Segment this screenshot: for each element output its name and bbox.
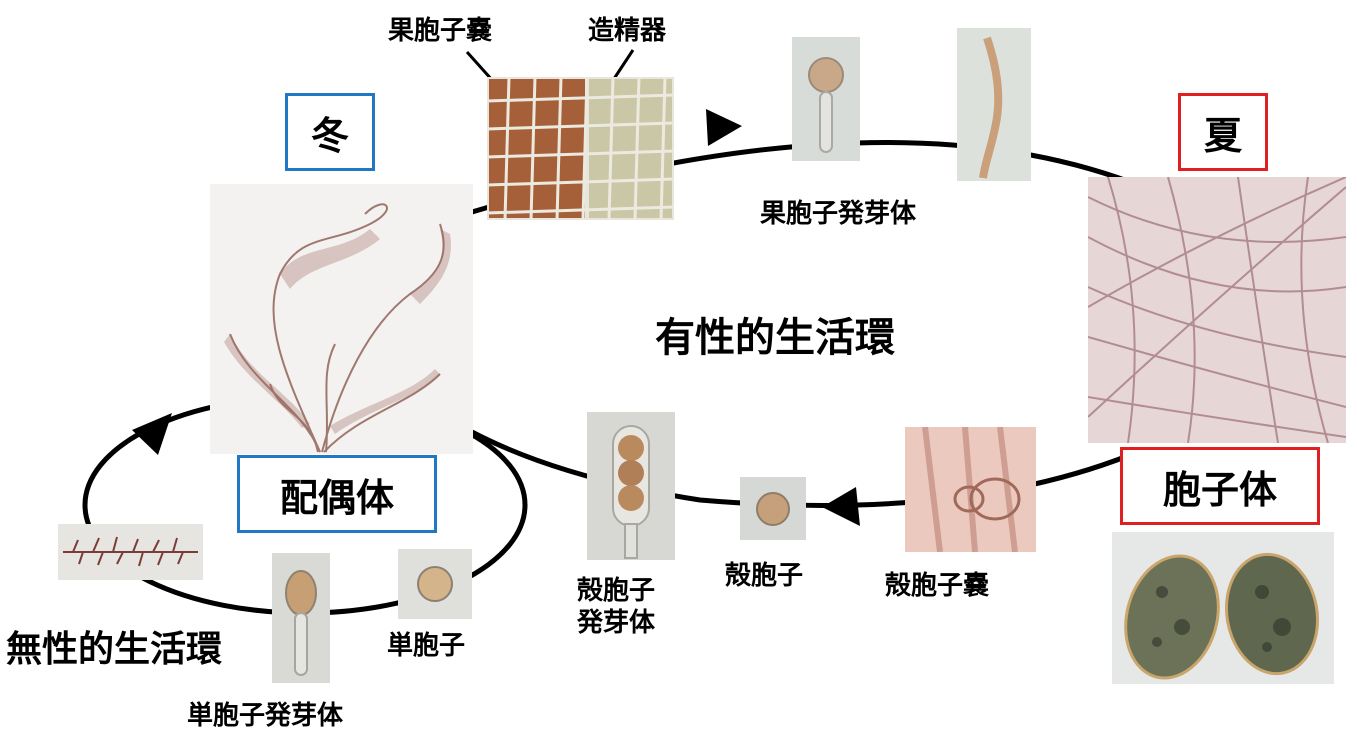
germling-illustration-1 [808,57,844,153]
conchosporangium-illustration [922,427,1021,552]
monospore-label: 単胞子 [387,631,466,661]
carposporangium-label: 果胞子嚢 [388,16,493,46]
conchospore-germling-photo [587,412,675,560]
carposporangium-micrograph [487,77,674,220]
sexual-life-cycle-title: 有性的生活環 [655,315,895,361]
conchosporangium-photo [905,427,1036,552]
conchosporangium-label: 殻胞子嚢 [885,571,990,601]
gametophyte-label: 配偶体 [237,455,437,533]
conchospore-germling-label-line1: 殻胞子 [577,576,656,606]
spermatangium-label: 造精器 [588,16,667,46]
shell-sporophyte-photo [1112,532,1334,684]
monospore-illustration [417,566,453,602]
conchospore-germling-label-line2: 発芽体 [577,608,656,638]
conchospore-germling-label: 殻胞子 発芽体 [577,575,655,639]
asexual-life-cycle-title: 無性的生活環 [6,629,223,670]
gametophyte-thallus-photo [210,184,473,454]
conchospore-photo [740,477,806,540]
conchospore-germling-illustration [612,425,650,559]
asexual-arrowhead [132,413,172,455]
monospore-photo [398,549,472,619]
young-thallus-illustration [63,536,198,567]
young-thallus-photo [58,524,203,580]
monospore-germling-photo [272,553,330,683]
carpospore-germling-photo-1 [792,37,860,161]
cell-grid-illustration [487,77,674,220]
sporophyte-label: 胞子体 [1120,447,1320,525]
thallus-illustration [224,203,451,453]
monospore-germling-illustration [285,570,317,676]
carpospore-germling-photo-2 [957,28,1031,181]
sporophyte-filaments-photo [1088,177,1346,443]
monospore-germling-label: 単胞子発芽体 [187,701,344,731]
winter-season-label: 冬 [285,93,375,171]
upper-arrowhead [706,109,742,146]
conchospore-label: 殻胞子 [725,561,804,591]
conchospore-illustration [756,492,790,526]
carpospore-germling-label: 果胞子発芽体 [760,199,917,229]
lower-arrowhead [822,487,860,526]
shell-illustration [1124,552,1320,680]
germling-illustration-2 [979,36,1003,179]
summer-season-label: 夏 [1178,93,1268,171]
filaments-illustration [1088,177,1346,443]
